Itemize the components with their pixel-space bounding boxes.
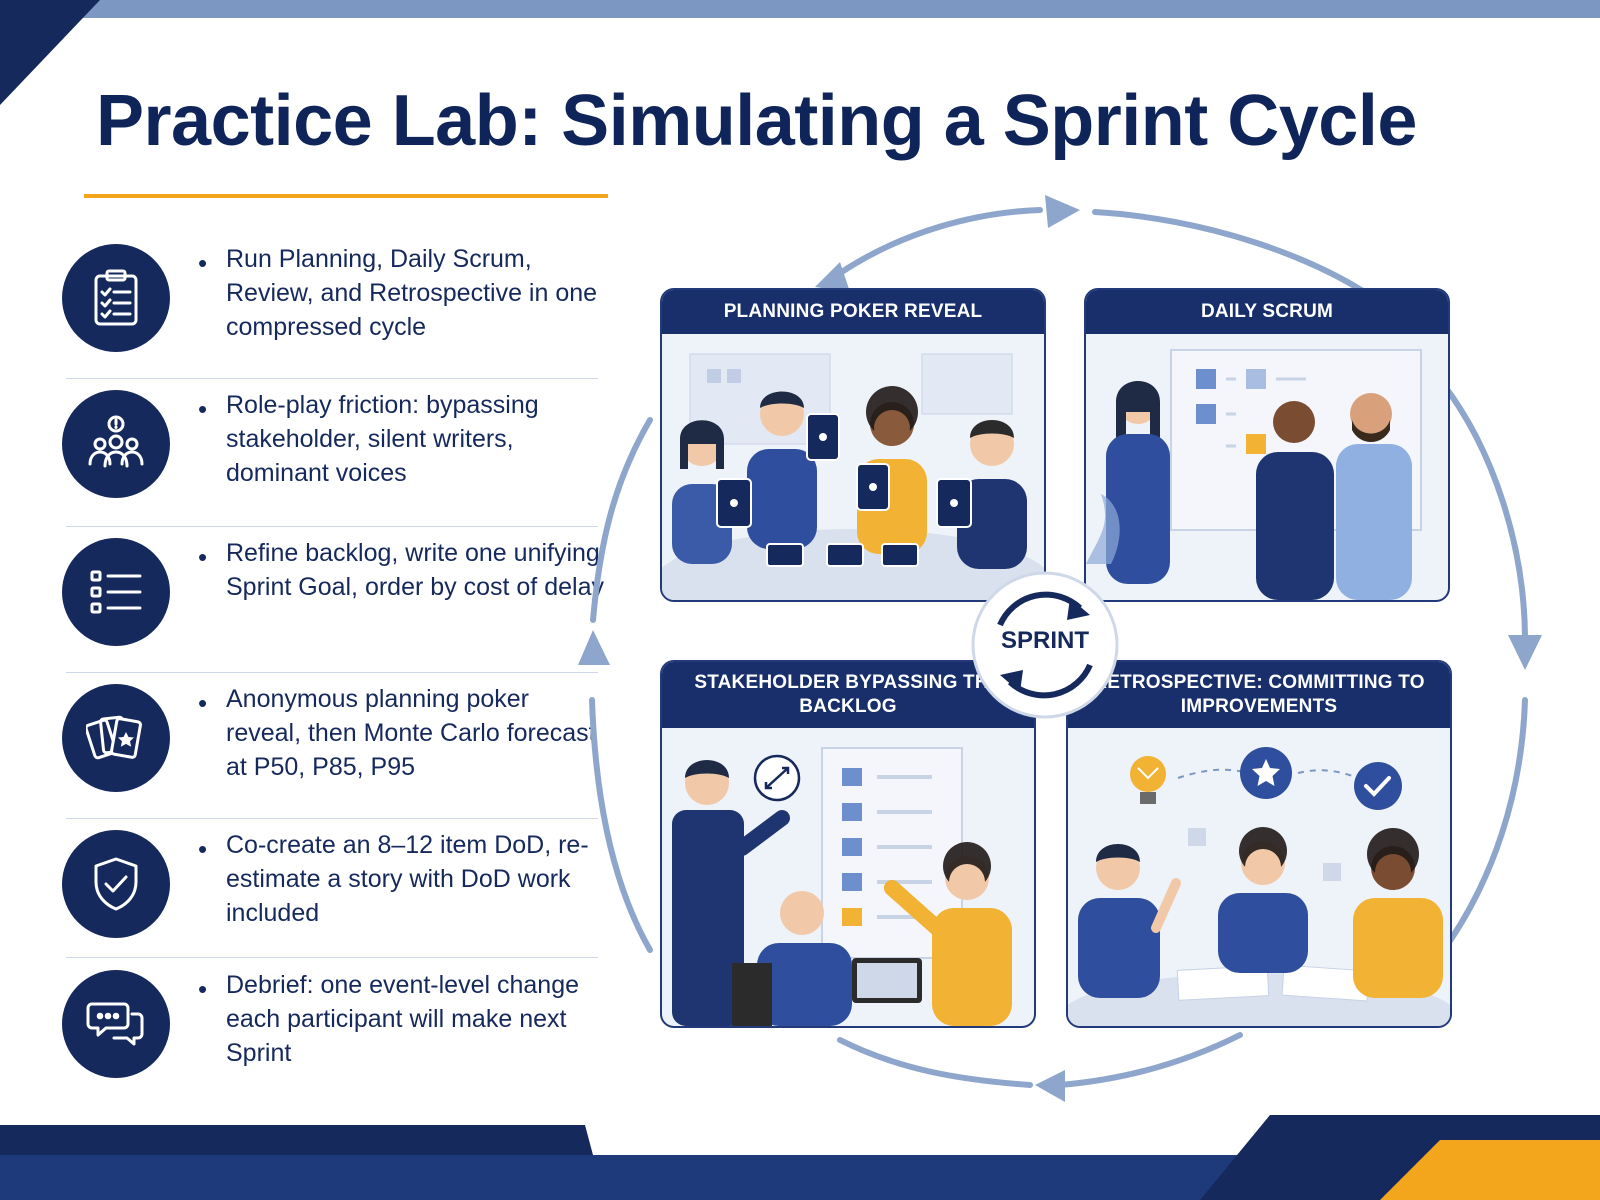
person xyxy=(1106,381,1170,584)
top-decor-band xyxy=(0,0,1600,18)
list-item: • Refine backlog, write one unifying Spr… xyxy=(62,520,604,660)
backlog-list-icon xyxy=(62,538,170,646)
list-item: • Run Planning, Daily Scrum, Review, and… xyxy=(62,226,602,366)
panel-title: STAKEHOLDER BYPASSING THE BACKLOG xyxy=(662,662,1034,728)
bullet: • xyxy=(198,248,208,278)
top-left-corner-decor xyxy=(0,0,100,105)
chat-bubbles-icon xyxy=(62,970,170,1078)
panel-title: RETROSPECTIVE: COMMITTING TO IMPROVEMENT… xyxy=(1068,662,1450,728)
bullet: • xyxy=(198,974,208,1004)
daily-scrum-illustration xyxy=(1086,349,1422,600)
shield-check-icon xyxy=(62,830,170,938)
person xyxy=(1353,828,1443,998)
bullet: • xyxy=(198,688,208,718)
check-circle-icon xyxy=(1354,762,1402,810)
list-item: • Co-create an 8–12 item DoD, re-estimat… xyxy=(62,812,602,952)
team-alert-icon xyxy=(62,390,170,498)
panel-planning-poker: PLANNING POKER REVEAL xyxy=(660,288,1046,602)
person xyxy=(957,420,1027,569)
divider xyxy=(66,957,598,958)
person xyxy=(1078,844,1181,998)
cycle-arrowheads xyxy=(578,195,1542,1102)
panel-stakeholder: STAKEHOLDER BYPASSING THE BACKLOG xyxy=(660,660,1036,1028)
panel-title: DAILY SCRUM xyxy=(1086,290,1448,334)
list-item-text: Refine backlog, write one unifying Sprin… xyxy=(226,539,604,601)
list-item-text: Role-play friction: bypassing stakeholde… xyxy=(226,391,539,487)
person xyxy=(732,891,852,1026)
list-item-text: Anonymous planning poker reveal, then Mo… xyxy=(226,685,596,781)
title-underline xyxy=(84,194,608,198)
list-item: • Role-play friction: bypassing stakehol… xyxy=(62,372,602,512)
bullet: • xyxy=(198,542,208,572)
page-title: Practice Lab: Simulating a Sprint Cycle xyxy=(96,81,1417,161)
person xyxy=(747,391,817,549)
person xyxy=(1218,827,1308,973)
person xyxy=(672,760,790,1026)
list-item-text: Debrief: one event-level change each par… xyxy=(226,971,580,1067)
speech-bubble-icon xyxy=(753,754,801,802)
divider xyxy=(66,378,598,379)
person xyxy=(884,842,1012,1026)
stakeholder-illustration xyxy=(672,747,1012,1026)
planning-poker-illustration xyxy=(662,353,1044,600)
list-item-text: Co-create an 8–12 item DoD, re-estimate … xyxy=(226,831,589,927)
sprint-hub-label: SPRINT xyxy=(1000,627,1089,654)
list-item: • Anonymous planning poker reveal, then … xyxy=(62,666,602,806)
person xyxy=(1336,393,1412,600)
bullet: • xyxy=(198,394,208,424)
list-item-text: Run Planning, Daily Scrum, Review, and R… xyxy=(226,245,598,341)
sync-arrow-icon xyxy=(1067,598,1090,620)
panel-title: PLANNING POKER REVEAL xyxy=(662,290,1044,334)
star-icon xyxy=(1240,747,1292,799)
retrospective-illustration xyxy=(1068,747,1450,1026)
person xyxy=(1256,401,1334,600)
panel-daily-scrum: DAILY SCRUM xyxy=(1084,288,1450,602)
lightbulb-icon xyxy=(1130,756,1166,804)
clipboard-checklist-icon xyxy=(62,244,170,352)
person xyxy=(857,386,927,554)
sprint-hub xyxy=(971,571,1119,719)
divider xyxy=(66,526,598,527)
list-item: • Debrief: one event-level change each p… xyxy=(62,952,602,1092)
divider xyxy=(66,672,598,673)
divider xyxy=(66,818,598,819)
bullet: • xyxy=(198,834,208,864)
poker-cards-icon xyxy=(62,684,170,792)
panel-retrospective: RETROSPECTIVE: COMMITTING TO IMPROVEMENT… xyxy=(1066,660,1452,1028)
bottom-decor-band xyxy=(0,1115,1600,1200)
